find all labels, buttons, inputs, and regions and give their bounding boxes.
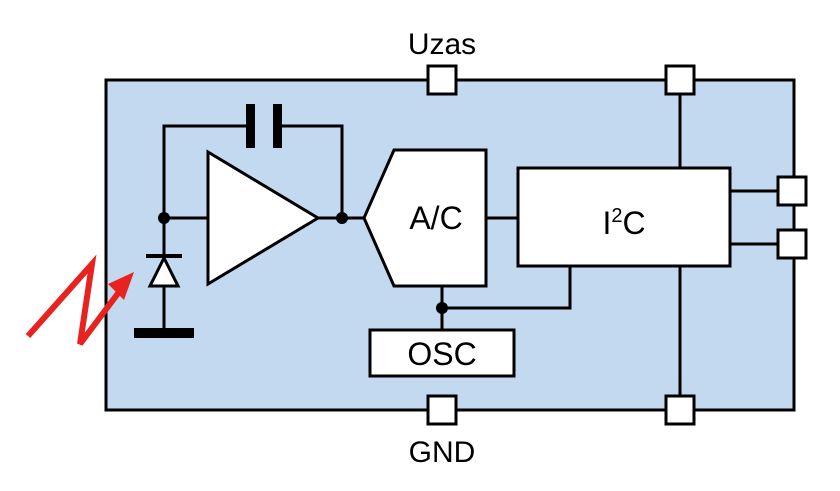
light-ray-arrow-icon: [25, 254, 134, 346]
adc-label: A/C: [409, 200, 462, 236]
ground-pin-label: GND: [409, 436, 476, 469]
i2c-label-superscript: 2: [611, 205, 622, 227]
oscillator-block: [368, 328, 516, 378]
i2c-label: I2C: [602, 205, 645, 241]
amplifier-triangle-icon: [206, 149, 321, 287]
pin-right-1: [776, 175, 808, 207]
i2c-label-base: I: [602, 205, 611, 241]
photodiode-icon: [134, 254, 194, 338]
i2c-block: [516, 166, 732, 268]
pin-gnd: [426, 394, 458, 426]
wiring: [162, 66, 778, 424]
pin-uzas: [426, 64, 458, 96]
i2c-label-tail: C: [622, 205, 645, 241]
pins: [426, 64, 808, 426]
supply-pin-label: Uzas: [408, 28, 476, 61]
junction-dot: [336, 212, 348, 224]
junction-dot: [436, 302, 448, 314]
capacitor-icon: [246, 104, 282, 148]
adc-block: [362, 148, 488, 288]
junction-dot: [158, 212, 170, 224]
pin-top-right: [664, 64, 696, 96]
pin-right-2: [776, 228, 808, 260]
oscillator-label: OSC: [407, 336, 476, 372]
pin-bottom-right: [664, 394, 696, 426]
